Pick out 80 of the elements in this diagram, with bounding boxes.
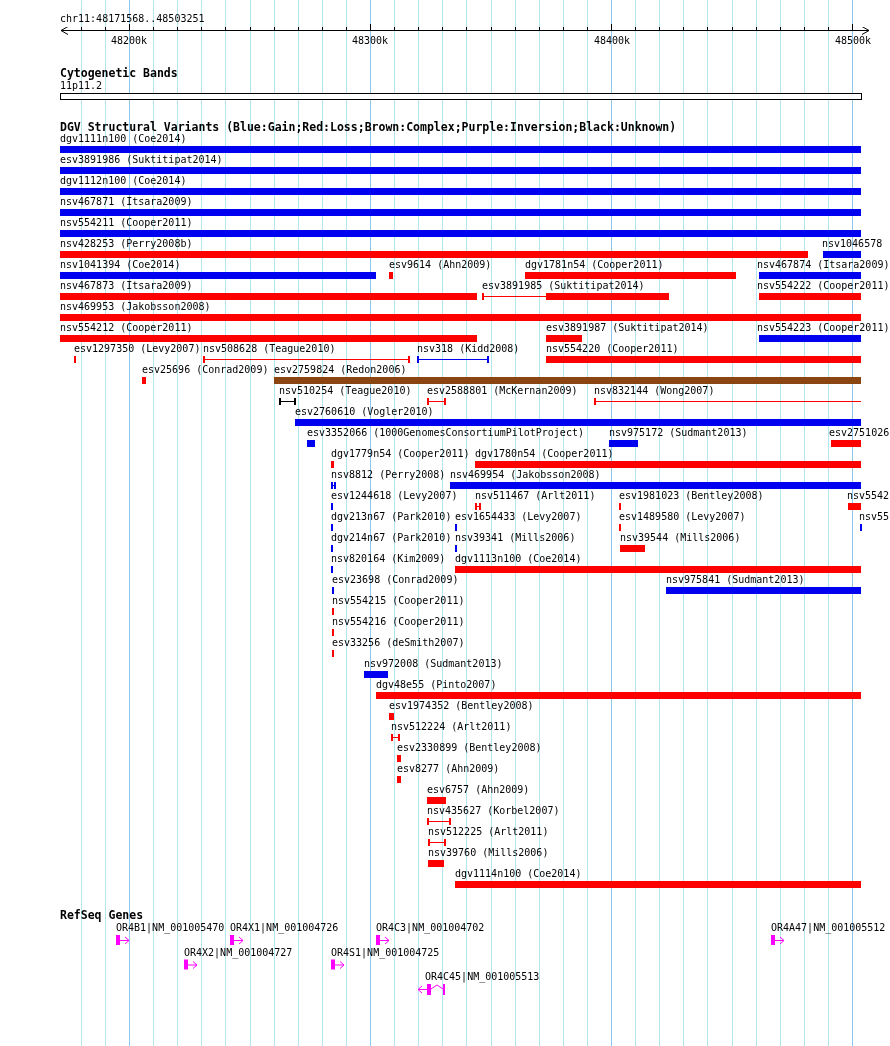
variant-label: esv1654433 (Levy2007) [455,511,582,523]
variant-label: nsv8812 (Perry2008) [331,469,446,481]
variant-label: nsv554211 (Cooper2011) [60,217,193,229]
scale-label: 48500k [835,35,872,47]
track-title: RefSeq Genes [60,909,144,922]
variant-label: nsv554220 (Cooper2011) [546,343,679,355]
variant-label: esv1489580 (Levy2007) [619,511,746,523]
variant-label: nsv554215 (Cooper2011) [332,595,465,607]
variant-label: nsv820164 (Kim2009) [331,553,446,565]
variant-label: nsv554222 (Cooper2011) [757,280,890,292]
variant-label: nsv554223 (Cooper2011) [757,322,890,334]
variant-label: esv3891986 (Suktitipat2014) [60,154,223,166]
variant-label: nsv467874 (Itsara2009) [757,259,890,271]
variant-label: esv3891987 (Suktitipat2014) [546,322,709,334]
variant-label: nsv318 (Kidd2008) [417,343,520,355]
variant-label: dgv48e55 (Pinto2007) [376,679,497,691]
variant-label: esv1297350 (Levy2007) [74,343,201,355]
variant-label: esv25696 (Conrad2009) [142,364,269,376]
variant-label: esv9614 (Ahn2009) [389,259,492,271]
variant-label: nsv39544 (Mills2006) [620,532,741,544]
gene-label: OR4C3|NM_001004702 [376,922,485,934]
variant-label: dgv1781n54 (Cooper2011) [525,259,664,271]
variant-label: nsv428253 (Perry2008b) [60,238,193,250]
variant-label: esv2588801 (McKernan2009) [427,385,578,397]
variant-label: esv3352066 (1000GenomesConsortiumPilotProject) [307,427,584,439]
variant-label: nsv510254 (Teague2010) [279,385,412,397]
variant-label: nsv39341 (Mills2006) [455,532,576,544]
variant-label: esv23698 (Conrad2009) [332,574,459,586]
variant-label: nsv1046578 [822,238,883,250]
variant-label: nsv511467 (Arlt2011) [475,490,596,502]
variant-label: esv3891985 (Suktitipat2014) [482,280,645,292]
variant-label: esv2330899 (Bentley2008) [397,742,542,754]
variant-label: esv33256 (deSmith2007) [332,637,465,649]
band-label: 11p11.2 [60,80,103,92]
variant-label: esv8277 (Ahn2009) [397,763,500,775]
variant-label: nsv512224 (Arlt2011) [391,721,512,733]
variant-label: nsv972008 (Sudmant2013) [364,658,503,670]
variant-label: nsv508628 (Teague2010) [203,343,336,355]
variant-label: nsv975841 (Sudmant2013) [666,574,805,586]
gene-label: OR4X2|NM_001004727 [184,946,293,959]
variant-label: dgv1780n54 (Cooper2011) [475,448,614,460]
variant-label: dgv1779n54 (Cooper2011) [331,448,470,460]
variant-label: nsv554212 (Cooper2011) [60,322,193,334]
variant-label: nsv512225 (Arlt2011) [428,826,549,838]
variant-label: nsv5542 [847,490,890,502]
scale-label: 48400k [594,35,631,47]
gene-label: OR4A47|NM_001005512 [771,922,886,934]
gene-label: OR4C45|NM_001005513 [425,971,540,983]
variant-label: nsv467873 (Itsara2009) [60,280,193,292]
variant-label: nsv39760 (Mills2006) [428,847,549,859]
scale-label: 48300k [352,35,389,47]
variant-label: dgv1112n100 (Coe2014) [60,175,187,187]
variant-label: nsv467871 (Itsara2009) [60,196,193,208]
variant-label: esv1244618 (Levy2007) [331,490,458,502]
variant-label: esv6757 (Ahn2009) [427,784,530,796]
variant-label: esv1974352 (Bentley2008) [389,700,534,712]
gene-label: OR4S1|NM_001004725 [331,946,440,959]
variant-label: dgv213n67 (Park2010) [331,511,452,523]
variant-label: dgv214n67 (Park2010) [331,532,452,544]
variant-label: esv2759824 (Redon2006) [274,364,407,376]
track-title: Cytogenetic Bands [60,67,178,80]
variant-label: nsv554216 (Cooper2011) [332,616,465,628]
gene-label: OR4X1|NM_001004726 [230,922,339,934]
track-title: DGV Structural Variants (Blue:Gain;Red:Loss;Brown:Complex;Purple:Inversion;Black:Unknown) [60,121,677,134]
variant-label: dgv1114n100 (Coe2014) [455,868,582,880]
variant-label: nsv469953 (Jakobsson2008) [60,301,211,313]
scale-label: 48200k [111,35,148,47]
variant-label: dgv1111n100 (Coe2014) [60,133,187,145]
gene-label: OR4B1|NM_001005470 [116,922,225,934]
variant-label: dgv1113n100 (Coe2014) [455,553,582,565]
variant-label: nsv469954 (Jakobsson2008) [450,469,601,481]
variant-label: nsv1041394 (Coe2014) [60,259,181,271]
variant-label: esv2751026 [829,427,890,439]
variant-label: esv2760610 (Vogler2010) [295,406,434,418]
variant-label: nsv435627 (Korbel2007) [427,805,560,817]
coordinate-label: chr11:48171568..48503251 [60,13,205,25]
variant-label: nsv55 [859,511,890,523]
variant-label: nsv975172 (Sudmant2013) [609,427,748,439]
variant-label: esv1981023 (Bentley2008) [619,490,764,502]
variant-label: nsv832144 (Wong2007) [594,385,715,397]
